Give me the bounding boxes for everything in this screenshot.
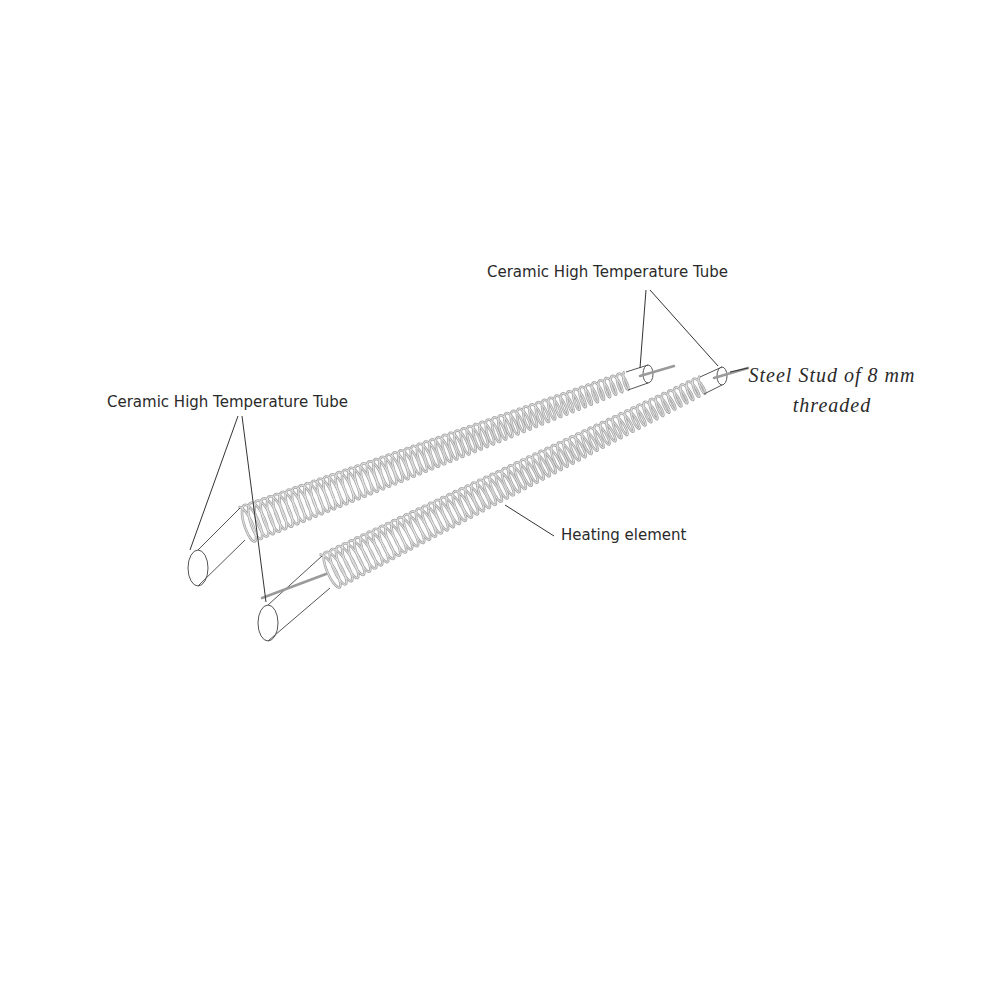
leader-lines xyxy=(190,290,748,602)
part-label: Steel Stud of 8 mm threaded xyxy=(732,360,932,420)
part-label: Heating element xyxy=(561,526,686,544)
part-label: Ceramic High Temperature Tube xyxy=(487,263,728,281)
coil-highlight xyxy=(320,376,706,588)
coil-wire xyxy=(320,376,706,588)
part-label: Ceramic High Temperature Tube xyxy=(107,393,348,411)
